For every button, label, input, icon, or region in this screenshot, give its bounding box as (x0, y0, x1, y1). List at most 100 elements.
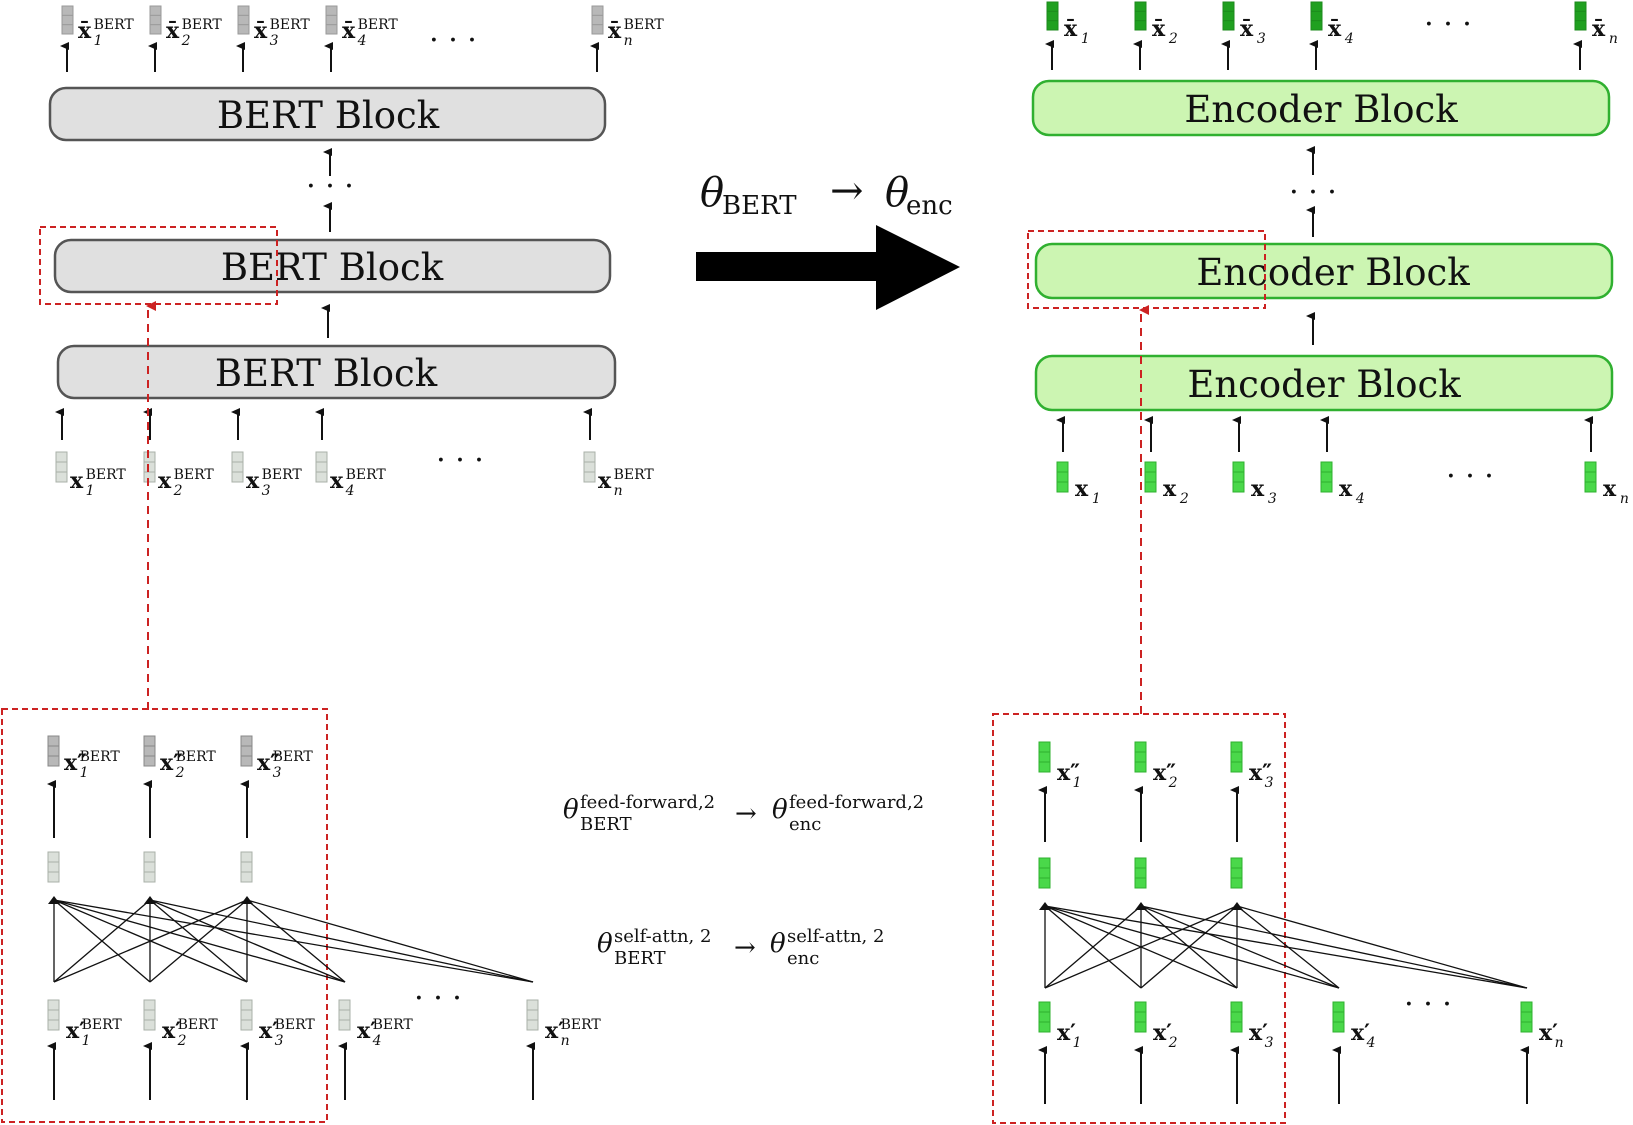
vector-label: x′ (66, 1018, 85, 1044)
bert-output-vector (591, 5, 604, 35)
attn-to-sub: enc (787, 948, 819, 969)
vector-label-sub: 1 (94, 33, 103, 49)
bert-input-vector (231, 451, 244, 483)
vector-label-sub: n (614, 483, 623, 499)
bert-block-middle-label: BERT Block (221, 246, 444, 289)
attention-edge (1044, 905, 1340, 989)
attention-edge (246, 899, 534, 983)
vector-label-sub: 3 (1268, 491, 1277, 507)
vector-label-sup: BERT (80, 749, 121, 765)
vector-label-sub: n (1620, 491, 1629, 507)
encoder-detail-output-vector (1038, 741, 1051, 773)
attention-edge (53, 899, 248, 983)
vector-label-sub: 1 (86, 483, 95, 499)
vector-label-sup: BERT (178, 1017, 219, 1033)
encoder-block-top-label: Encoder Block (1184, 88, 1458, 131)
bert-stack: BERT Block BERT Block BERT Block · · · (48, 86, 617, 400)
vector-label: x̄ (166, 18, 180, 44)
vector-label-sup: BERT (270, 17, 311, 33)
attention-arrowhead (241, 896, 253, 904)
bert-ff-vector (240, 851, 253, 883)
attention-arrowhead (144, 896, 156, 904)
vector-label-sub: 3 (1265, 1035, 1274, 1051)
encoder-output-vector (1574, 1, 1587, 31)
encoder-detail-input-vector (1230, 1001, 1243, 1033)
vector-label: x′ (1351, 1020, 1370, 1046)
attention-edge (1140, 905, 1528, 989)
bert-ff-vector (143, 851, 156, 883)
encoder-block-top (1031, 79, 1611, 137)
vector-label: x″ (160, 750, 183, 776)
vector-label-sub: 1 (80, 765, 89, 781)
vector-label: x̄ (1328, 16, 1342, 42)
vector-label-sub: 4 (357, 33, 367, 49)
vector-label: x (158, 468, 172, 494)
ellipsis-horizontal: · · · (1424, 7, 1472, 42)
vector-label-sub: 3 (273, 765, 282, 781)
vector-label: x″ (1249, 760, 1272, 786)
encoder-output-vector (1310, 1, 1323, 31)
ff-theta: θ (563, 795, 579, 825)
vector-label: x″ (1153, 760, 1176, 786)
attn-arrow: → (734, 933, 756, 963)
attention-arrowhead (1231, 902, 1243, 910)
bert-detail-input-vector (526, 999, 539, 1031)
encoder-output-vector (1222, 1, 1235, 31)
bert-detail-output-vector (143, 735, 156, 767)
theta-symbol: θ (700, 170, 724, 216)
vector-label-sub: n (1555, 1035, 1564, 1051)
vector-label-sup: BERT (275, 1017, 316, 1033)
vector-label: x̄ (342, 18, 356, 44)
vector-label-sub: 4 (1366, 1035, 1376, 1051)
attn-theta: θ (770, 929, 786, 959)
bert-output-vector (149, 5, 162, 35)
vector-label: x (330, 468, 344, 494)
attention-edge (1236, 905, 1528, 989)
bert-input-vector (315, 451, 328, 483)
vector-label: x′ (1539, 1020, 1558, 1046)
vector-label-sub: 2 (1168, 1035, 1178, 1051)
encoder-detail-input-vector (1038, 1001, 1051, 1033)
encoder-input-vector (1232, 461, 1245, 493)
ff-sup: feed-forward,2 (580, 792, 715, 813)
vector-label-sub: 2 (173, 483, 183, 499)
vector-label: x″ (64, 750, 87, 776)
vector-label: x̄ (608, 18, 622, 44)
vector-label-sub: 2 (181, 33, 191, 49)
vector-label-sub: 2 (177, 1033, 187, 1049)
attention-arrowhead (48, 896, 60, 904)
attention-edge (1044, 905, 1142, 989)
attention-edge (53, 899, 346, 983)
vector-label: x (1339, 476, 1353, 502)
theta-symbol: θ (885, 170, 909, 216)
vector-label-sup: BERT (273, 749, 314, 765)
vector-label-sub: 2 (175, 765, 185, 781)
encoder-input-vector (1144, 461, 1157, 493)
vector-label: x (1163, 476, 1177, 502)
vector-label: x′ (1057, 1020, 1076, 1046)
encoder-input-vector (1584, 461, 1597, 493)
encoder-ff-vector (1038, 857, 1051, 889)
ellipsis-horizontal: · · · (436, 443, 484, 478)
vector-label: x′ (357, 1018, 376, 1044)
ff-arrow: → (735, 799, 757, 829)
ff-to-sub: enc (789, 814, 821, 835)
encoder-input-vector (1320, 461, 1333, 493)
attn-equation: θ self-attn, 2 BERT → θ self-attn, 2 enc (597, 926, 884, 969)
vector-label-sub: n (624, 33, 633, 49)
encoder-block-bottom (1034, 354, 1614, 412)
encoder-detail-output-vector (1230, 741, 1243, 773)
bert-input-vector (143, 451, 156, 483)
vector-label: x′ (1153, 1020, 1172, 1046)
vector-label: x′ (545, 1018, 564, 1044)
encoder-output-vector (1134, 1, 1147, 31)
vector-label-sup: BERT (346, 467, 387, 483)
bert-detail-input-vector (338, 999, 351, 1031)
attn-from-sub: BERT (614, 948, 666, 969)
attention-edge (149, 899, 534, 983)
theta-from-sub: BERT (722, 191, 797, 221)
attention-edge (1044, 905, 1238, 989)
vector-label: x̄ (1240, 16, 1254, 42)
